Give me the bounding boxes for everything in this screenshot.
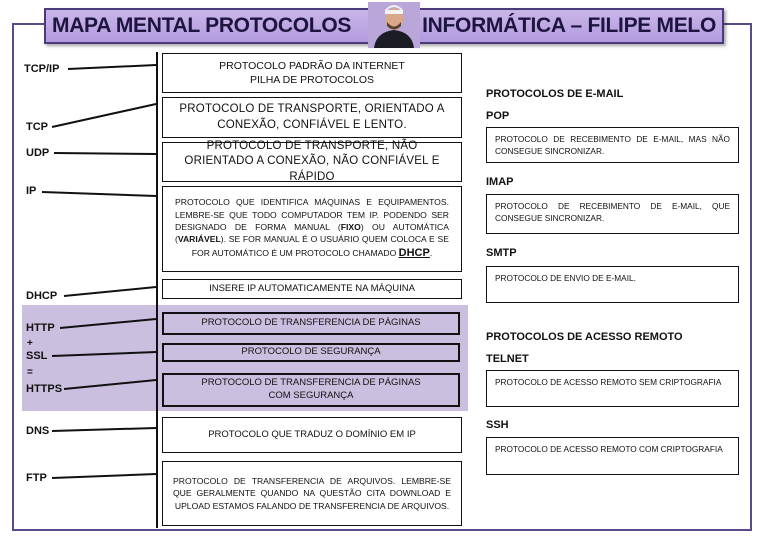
- remote-heading: PROTOCOLOS DE ACESSO REMOTO: [486, 331, 683, 343]
- dhcp-keyword: DHCP: [398, 246, 430, 259]
- author-title: INFORMÁTICA – FILIPE MELO: [422, 14, 716, 37]
- ssl-box: PROTOCOLO DE SEGURANÇA: [162, 343, 460, 362]
- equals-sign: =: [27, 367, 33, 378]
- divider-line: [156, 52, 158, 528]
- label-smtp: SMTP: [486, 247, 517, 259]
- label-ssl: SSL: [26, 350, 48, 362]
- label-dns: DNS: [26, 425, 50, 437]
- pop-box: PROTOCOLO DE RECEBIMENTO DE E-MAIL, MAS …: [486, 127, 739, 163]
- label-ssh: SSH: [486, 419, 509, 431]
- label-dhcp: DHCP: [26, 290, 58, 302]
- label-pop: POP: [486, 110, 510, 122]
- label-telnet: TELNET: [486, 353, 529, 365]
- dhcp-box: INSERE IP AUTOMATICAMENTE NA MÁQUINA: [162, 279, 462, 299]
- http-box: PROTOCOLO DE TRANSFERENCIA DE PÁGINAS: [162, 312, 460, 335]
- label-tcpip: TCP/IP: [24, 63, 60, 75]
- udp-box: PROTOCOLO DE TRANSPORTE, NÃO ORIENTADO A…: [162, 140, 462, 183]
- dns-box: PROTOCOLO QUE TRADUZ O DOMÍNIO EM IP: [162, 417, 462, 453]
- https-box: PROTOCOLO DE TRANSFERENCIA DE PÁGINAS CO…: [162, 373, 460, 407]
- label-https: HTTPS: [26, 383, 63, 395]
- tcpip-line2: PILHA DE PROTOCOLOS: [249, 74, 375, 86]
- tcpip-box: PROTOCOLO PADRÃO DA INTERNET PILHA DE PR…: [162, 53, 462, 93]
- person-photo-icon: [368, 2, 420, 48]
- plus-sign: +: [27, 338, 33, 349]
- label-imap: IMAP: [486, 176, 514, 188]
- ssh-box: PROTOCOLO DE ACESSO REMOTO COM CRIPTOGRA…: [486, 437, 739, 475]
- tcpip-line1: PROTOCOLO PADRÃO DA INTERNET: [219, 59, 405, 72]
- email-heading: PROTOCOLOS DE E-MAIL: [486, 88, 624, 100]
- label-ftp: FTP: [26, 472, 47, 484]
- label-http: HTTP: [26, 322, 55, 334]
- ip-box: PROTOCOLO QUE IDENTIFICA MÁQUINAS E EQUI…: [162, 186, 462, 272]
- smtp-box: PROTOCOLO DE ENVIO DE E-MAIL.: [486, 266, 739, 303]
- imap-box: PROTOCOLO DE RECEBIMENTO DE E-MAIL, QUE …: [486, 194, 739, 234]
- label-udp: UDP: [26, 147, 50, 159]
- label-tcp: TCP: [26, 121, 48, 133]
- label-ip: IP: [26, 185, 37, 197]
- ip-desc: PROTOCOLO QUE IDENTIFICA MÁQUINAS E EQUI…: [175, 197, 449, 259]
- telnet-box: PROTOCOLO DE ACESSO REMOTO SEM CRIPTOGRA…: [486, 370, 739, 407]
- map-title: MAPA MENTAL PROTOCOLOS: [52, 14, 352, 37]
- ftp-box: PROTOCOLO DE TRANSFERENCIA DE ARQUIVOS. …: [162, 461, 462, 526]
- tcp-box: PROTOCOLO DE TRANSPORTE, ORIENTADO A CON…: [162, 97, 462, 138]
